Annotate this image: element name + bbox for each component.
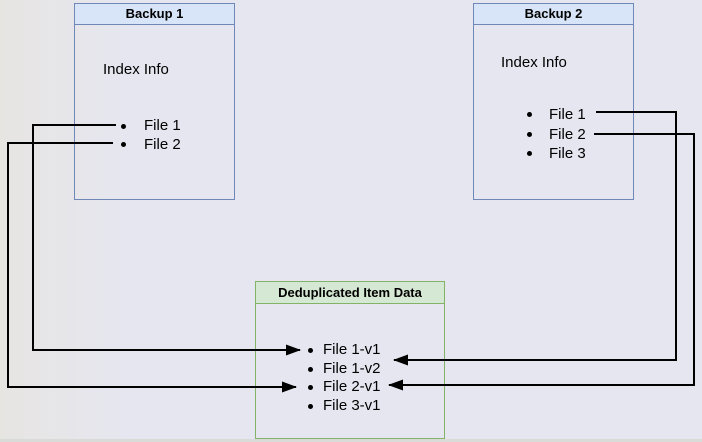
- dedup-file-list: File 1-v1 File 1-v2 File 2-v1 File 3-v1: [308, 341, 381, 416]
- list-item-file3: File 3: [527, 144, 586, 164]
- list-item-file3-v1: File 3-v1: [308, 397, 381, 416]
- list-item-file1-v2: File 1-v2: [308, 360, 381, 379]
- backup2-box: Backup 2 Index Info File 1 File 2 File 3: [473, 3, 634, 200]
- list-item-file2: File 2: [527, 125, 586, 145]
- backup1-file-list: File 1 File 2: [121, 117, 181, 154]
- list-item-file1: File 1: [527, 105, 586, 125]
- backup2-index-info-label: Index Info: [501, 54, 567, 71]
- backup1-box: Backup 1 Index Info File 1 File 2: [74, 3, 235, 200]
- backup2-file-list: File 1 File 2 File 3: [527, 105, 586, 164]
- list-item-file1: File 1: [121, 117, 181, 136]
- list-item-file2: File 2: [121, 136, 181, 155]
- canvas-bottom-edge: [0, 439, 702, 442]
- backup1-index-info-label: Index Info: [103, 61, 169, 78]
- backup1-title: Backup 1: [75, 4, 234, 25]
- backup2-title: Backup 2: [474, 4, 633, 25]
- list-item-file2-v1: File 2-v1: [308, 378, 381, 397]
- dedup-title: Deduplicated Item Data: [256, 282, 444, 304]
- dedup-box: Deduplicated Item Data File 1-v1 File 1-…: [255, 281, 445, 439]
- list-item-file1-v1: File 1-v1: [308, 341, 381, 360]
